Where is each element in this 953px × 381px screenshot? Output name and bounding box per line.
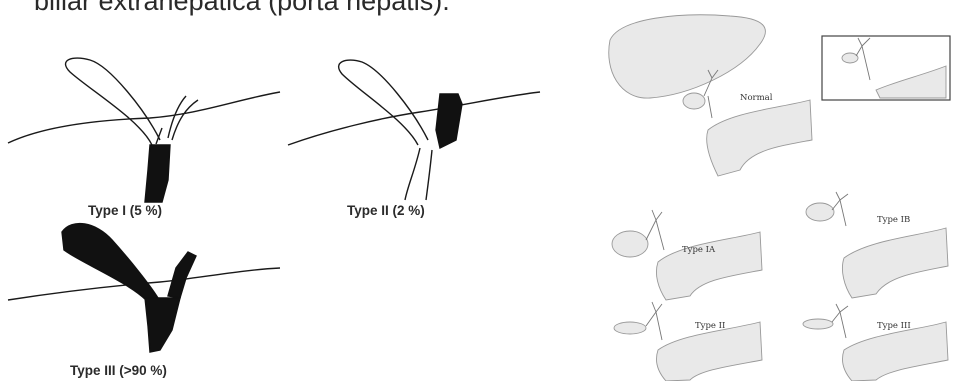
type-ii-illustration [288, 60, 540, 200]
type-ii-label: Type II (2 %) [347, 203, 425, 218]
type-ia-duodenum [656, 232, 762, 300]
type-i-illustration [8, 58, 280, 202]
type-ib-label: Type IB [877, 215, 910, 225]
type-i-duodenum-line [8, 92, 280, 143]
normal-duodenum [707, 100, 812, 176]
inset-gallbladder [842, 53, 858, 63]
type-iii-cbd-obliterated [145, 298, 180, 352]
type-ii-hepatic-obliterated [436, 94, 462, 148]
type-i-cbd-obliterated [145, 145, 170, 202]
normal-gallbladder [683, 93, 705, 109]
type-i-gallbladder [66, 58, 160, 145]
type-ia-ducts [646, 210, 664, 250]
normal-label: Normal [740, 93, 772, 103]
type-ii-gallbladder [339, 60, 428, 145]
type-iii-ducts [832, 304, 848, 338]
type-i-hepatic-duct-left [168, 96, 186, 138]
type-iii-gallbladder-obliterated [62, 224, 158, 300]
type-ia-label: Type IA [682, 245, 715, 255]
type-ii-duodenum-line [288, 92, 540, 145]
type-i-label: Type I (5 %) [88, 203, 162, 218]
type-ii-cbd-line-a [405, 148, 420, 200]
type-iii-label: Type III [877, 321, 911, 331]
type-iii-illustration [8, 224, 280, 352]
type-ii-gallbladder [614, 322, 646, 334]
type-iii-label: Type III (>90 %) [70, 363, 167, 378]
type-ii-ducts [646, 302, 662, 340]
type-ia-gallbladder [612, 231, 648, 257]
type-ii-label: Type II [695, 321, 725, 331]
type-iii-gallbladder [803, 319, 833, 329]
left-diagram-panel: Type I (5 %) Type II (2 %) Type III (>90… [0, 0, 580, 381]
type-i-cbd-upper [156, 128, 162, 144]
type-ib-ducts [832, 192, 848, 226]
type-iii-hepatic-obliterated [168, 252, 196, 298]
type-ii-cbd-line-b [426, 150, 432, 200]
type-ib-gallbladder [806, 203, 834, 221]
normal-liver [609, 15, 766, 98]
type-ib-duodenum [842, 228, 948, 298]
type-i-hepatic-duct-right [172, 100, 198, 140]
right-diagram-panel: Normal Type IA Type IB Type II Type III [600, 0, 953, 381]
